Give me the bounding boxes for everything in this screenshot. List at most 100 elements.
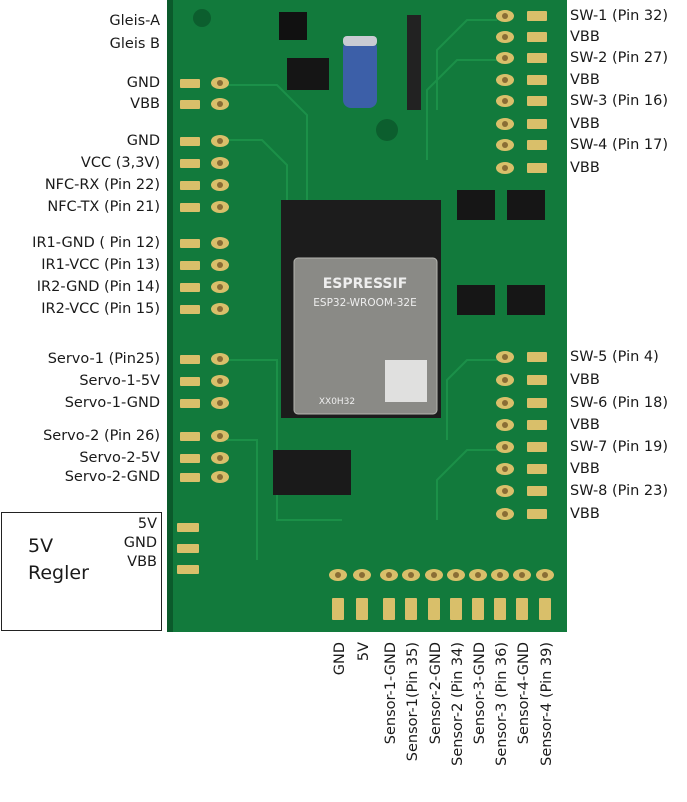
solder-pad — [527, 119, 547, 129]
pin-label-right: VBB — [570, 160, 600, 176]
pin-label-right: SW-5 (Pin 4) — [570, 349, 659, 365]
regulator-pin-vbb: VBB — [127, 554, 157, 570]
solder-pad — [180, 261, 200, 270]
solder-pad — [527, 375, 547, 385]
solder-pad — [180, 79, 200, 88]
pin-label-right: SW-3 (Pin 16) — [570, 93, 669, 109]
solder-pad — [527, 53, 547, 63]
pin-label-left: Servo-2-GND — [64, 469, 160, 485]
pin-label-bottom: Sensor-3 (Pin 36) — [494, 642, 510, 766]
pin-label-right: VBB — [570, 461, 600, 477]
pin-label-bottom: GND — [332, 642, 348, 676]
module-brand: ESPRESSIF — [323, 276, 408, 292]
pin-label-bottom: Sensor-2 (Pin 34) — [450, 642, 466, 766]
solder-pad — [450, 598, 462, 620]
pin-label-left: Gleis B — [109, 36, 160, 52]
qr-code — [385, 360, 427, 402]
ic-chip — [507, 190, 545, 220]
regulator-chip — [287, 58, 329, 90]
pin-label-left: Servo-2 (Pin 26) — [43, 428, 160, 444]
pin-label-left: Gleis-A — [109, 13, 160, 29]
pin-label-bottom: Sensor-1(Pin 35) — [405, 642, 421, 762]
pin-label-bottom: Sensor-2-GND — [428, 642, 444, 745]
solder-pad — [405, 598, 417, 620]
module-code: XX0H32 — [319, 397, 355, 407]
ic-chip — [507, 285, 545, 315]
solder-pad — [527, 509, 547, 519]
solder-pad — [180, 181, 200, 190]
solder-pad — [356, 598, 368, 620]
solder-pad — [527, 486, 547, 496]
pin-label-left: GND — [126, 75, 160, 91]
solder-pad — [180, 100, 200, 109]
pin-label-right: SW-4 (Pin 17) — [570, 137, 669, 153]
ic-chip — [457, 285, 495, 315]
pin-label-right: VBB — [570, 372, 600, 388]
solder-pad — [428, 598, 440, 620]
solder-pad — [527, 352, 547, 362]
solder-pad — [180, 355, 200, 364]
pin-label-left: NFC-TX (Pin 21) — [47, 199, 160, 215]
pin-label-left: IR1-VCC (Pin 13) — [41, 257, 160, 273]
pin-label-right: SW-7 (Pin 19) — [570, 439, 669, 455]
pin-label-right: VBB — [570, 29, 600, 45]
pin-label-bottom: Sensor-1-GND — [383, 642, 399, 745]
solder-pad — [177, 544, 199, 553]
module-model: ESP32-WROOM-32E — [313, 297, 416, 309]
pin-label-left: IR1-GND ( Pin 12) — [32, 235, 160, 251]
pin-label-left: NFC-RX (Pin 22) — [44, 177, 160, 193]
pin-label-right: VBB — [570, 116, 600, 132]
pin-header — [407, 15, 421, 110]
pin-label-right: VBB — [570, 506, 600, 522]
solder-pad — [527, 75, 547, 85]
solder-pad — [527, 32, 547, 42]
pin-label-right: VBB — [570, 417, 600, 433]
solder-pad — [180, 454, 200, 463]
pin-label-left: GND — [126, 133, 160, 149]
pin-label-left: Servo-2-5V — [79, 450, 160, 466]
solder-pad — [527, 11, 547, 21]
ic-chip — [273, 450, 351, 495]
regulator-pin-5v: 5V — [137, 516, 157, 532]
solder-pad — [516, 598, 528, 620]
solder-pad — [180, 432, 200, 441]
pin-label-left: IR2-VCC (Pin 15) — [41, 301, 160, 317]
pin-label-bottom: Sensor-4-GND — [516, 642, 532, 745]
pin-label-right: VBB — [570, 72, 600, 88]
solder-pad — [472, 598, 484, 620]
pin-label-bottom: 5V — [356, 642, 372, 662]
solder-pad — [527, 96, 547, 106]
solder-pad — [177, 523, 199, 532]
ic-chip — [457, 190, 495, 220]
pin-label-left: Servo-1-5V — [79, 373, 160, 389]
solder-pad — [527, 442, 547, 452]
pin-label-right: SW-1 (Pin 32) — [570, 8, 669, 24]
solder-pad — [527, 420, 547, 430]
pin-label-left: Servo-1-GND — [64, 395, 160, 411]
pin-label-bottom: Sensor-4 (Pin 39) — [539, 642, 555, 766]
pin-label-right: SW-2 (Pin 27) — [570, 50, 669, 66]
solder-pad — [177, 565, 199, 574]
solder-pad — [180, 399, 200, 408]
pcb-board: ESPRESSIF ESP32-WROOM-32E XX0H32 — [167, 0, 567, 632]
solder-pad — [494, 598, 506, 620]
solder-pad — [180, 159, 200, 168]
solder-pad — [180, 137, 200, 146]
regulator-pin-gnd: GND — [123, 535, 157, 551]
pin-label-left: VBB — [130, 96, 160, 112]
solder-pad — [527, 163, 547, 173]
pin-label-bottom: Sensor-3-GND — [472, 642, 488, 745]
pin-label-left: Servo-1 (Pin25) — [47, 351, 160, 367]
solder-pad — [180, 203, 200, 212]
pin-label-left: IR2-GND (Pin 14) — [36, 279, 160, 295]
solder-pad — [332, 598, 344, 620]
solder-pad — [180, 239, 200, 248]
pin-label-left: VCC (3,3V) — [80, 155, 160, 171]
solder-pad — [180, 473, 200, 482]
solder-pad — [180, 305, 200, 314]
bridge-rectifier — [279, 12, 307, 40]
solder-pad — [383, 598, 395, 620]
solder-pad — [527, 464, 547, 474]
